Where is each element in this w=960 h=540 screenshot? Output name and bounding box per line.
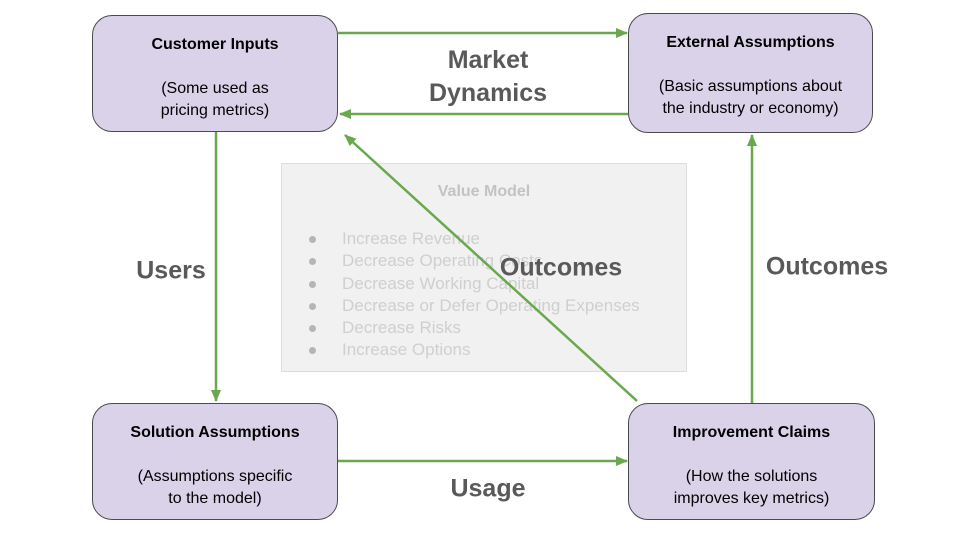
box-solution-assumptions-title: Solution Assumptions	[130, 424, 300, 441]
value-model-item: Increase Revenue	[282, 228, 686, 250]
label-outcomes-right: Outcomes	[765, 252, 889, 281]
value-model-item: Increase Options	[282, 339, 686, 361]
value-model-panel: Value Model Increase Revenue Decrease Op…	[281, 163, 687, 372]
label-outcomes-center: Outcomes	[499, 253, 623, 282]
box-improvement-claims-title: Improvement Claims	[672, 424, 831, 441]
box-customer-inputs-body: (Some used as pricing metrics)	[160, 80, 270, 119]
label-usage: Usage	[450, 474, 526, 503]
value-model-item: Decrease Risks	[282, 317, 686, 339]
box-improvement-claims-body: (How the solutions improves key metrics)	[673, 468, 830, 507]
box-customer-inputs: Customer Inputs (Some used as pricing me…	[92, 15, 338, 132]
value-model-item: Decrease Working Capital	[282, 273, 686, 295]
value-model-list: Increase Revenue Decrease Operating Cost…	[282, 228, 686, 362]
box-external-assumptions-title: External Assumptions	[666, 34, 835, 51]
arrow-outcomes-diagonal	[344, 134, 638, 402]
box-solution-assumptions-body: (Assumptions specific to the model)	[137, 468, 293, 507]
box-external-assumptions-body: (Basic assumptions about the industry or…	[658, 78, 843, 117]
value-model-title: Value Model	[437, 183, 531, 200]
box-solution-assumptions: Solution Assumptions (Assumptions specif…	[92, 403, 338, 520]
box-customer-inputs-title: Customer Inputs	[151, 36, 279, 53]
label-users: Users	[136, 256, 206, 285]
box-external-assumptions: External Assumptions (Basic assumptions …	[628, 13, 873, 133]
box-improvement-claims: Improvement Claims (How the solutions im…	[628, 403, 875, 520]
label-market-dynamics: Market Dynamics	[428, 46, 548, 107]
value-model-item: Decrease or Defer Operating Expenses	[282, 295, 686, 317]
value-model-item: Decrease Operating Costs	[282, 250, 686, 272]
